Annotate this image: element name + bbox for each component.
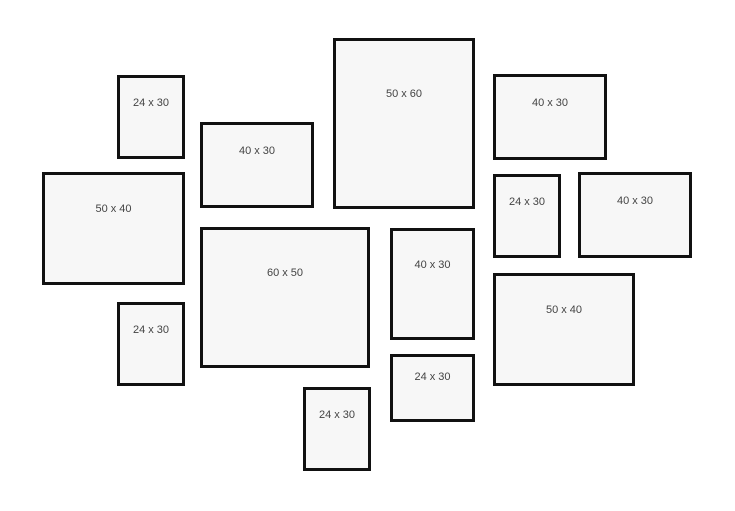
frame-24x30-bottom-left: 24 x 30 [117, 302, 185, 386]
frame-50x40-bottom-right: 50 x 40 [493, 273, 635, 386]
frame-label: 60 x 50 [266, 267, 304, 280]
frame-50x60-top-center: 50 x 60 [333, 38, 475, 209]
frame-label: 40 x 30 [238, 144, 276, 157]
frame-40x30-center-right: 40 x 30 [390, 228, 475, 340]
frame-60x50-center: 60 x 50 [200, 227, 370, 368]
frame-24x30-bottom-center-right: 24 x 30 [390, 354, 475, 422]
frame-label: 24 x 30 [508, 195, 546, 208]
frame-50x40-left: 50 x 40 [42, 172, 185, 285]
frame-label: 40 x 30 [531, 96, 569, 109]
frame-label: 50 x 40 [545, 304, 583, 317]
frame-40x30-far-right: 40 x 30 [578, 172, 692, 258]
frame-40x30-upper-center-left: 40 x 30 [200, 122, 314, 208]
frame-label: 40 x 30 [414, 258, 451, 271]
frame-label: 24 x 30 [318, 408, 356, 421]
frame-label: 50 x 60 [385, 87, 423, 100]
frame-label: 24 x 30 [414, 370, 451, 383]
frame-40x30-top-right: 40 x 30 [493, 74, 607, 160]
frame-label: 40 x 30 [616, 194, 654, 207]
frame-24x30-top-left: 24 x 30 [117, 75, 185, 159]
frame-label: 24 x 30 [132, 323, 170, 336]
frame-24x30-bottom-center: 24 x 30 [303, 387, 371, 471]
frame-24x30-right-middle: 24 x 30 [493, 174, 561, 258]
frame-label: 50 x 40 [95, 203, 132, 216]
frame-label: 24 x 30 [132, 96, 170, 109]
